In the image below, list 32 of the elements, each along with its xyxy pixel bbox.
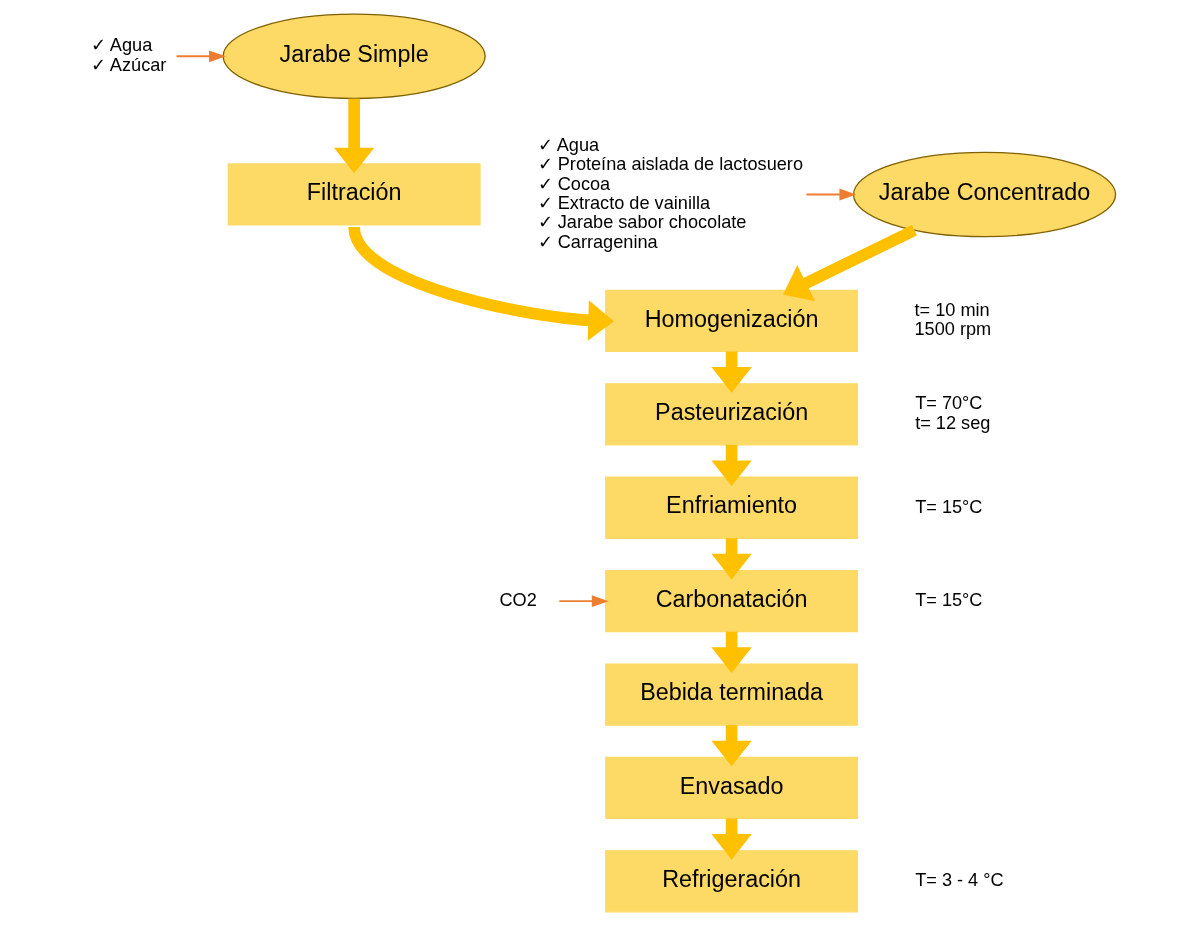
arrow (710, 724, 752, 766)
node-box: Homogenización (604, 289, 858, 352)
node-box: Bebida terminada (604, 662, 858, 726)
arrow (175, 49, 226, 62)
node-text: ✓ Agua ✓ Proteína aislada de lactosuero ✓ Cocoa ✓ Extracto de vainilla ✓ Jarabe sabor chocolate ✓ Carragenina (537, 134, 803, 252)
arrow (710, 444, 752, 486)
arrow (557, 594, 609, 607)
node-label: T= 15°C (914, 589, 982, 610)
node-box: Envasado (604, 756, 858, 819)
node-label: 1500 rpm (914, 318, 991, 339)
node-label: T= 70°C (914, 392, 982, 413)
node-label: T= 15°C (914, 496, 982, 517)
node-box: Carbonatación (604, 569, 858, 632)
arrow (710, 631, 752, 673)
node-box: Enfriamiento (604, 476, 858, 539)
arrow (782, 224, 917, 301)
arrow (348, 225, 614, 341)
arrow (710, 537, 752, 579)
arrow (710, 351, 752, 393)
node-label: t= 12 seg (914, 412, 990, 433)
node-label: T= 3 - 4 °C (914, 869, 1004, 890)
node-box: Filtración (227, 162, 481, 226)
arrow (333, 98, 374, 173)
node-ellipse: Jarabe Simple (222, 13, 486, 99)
node-text: ✓ Agua ✓ Azúcar (90, 34, 166, 75)
arrow (710, 817, 752, 860)
arrow (804, 188, 856, 200)
node-text: CO2 (498, 589, 537, 610)
node-label: t= 10 min (914, 299, 990, 320)
node-box: Pasteurización (604, 382, 858, 445)
node-ellipse: Jarabe Concentrado (852, 151, 1116, 237)
node-box: Refrigeración (604, 849, 858, 912)
